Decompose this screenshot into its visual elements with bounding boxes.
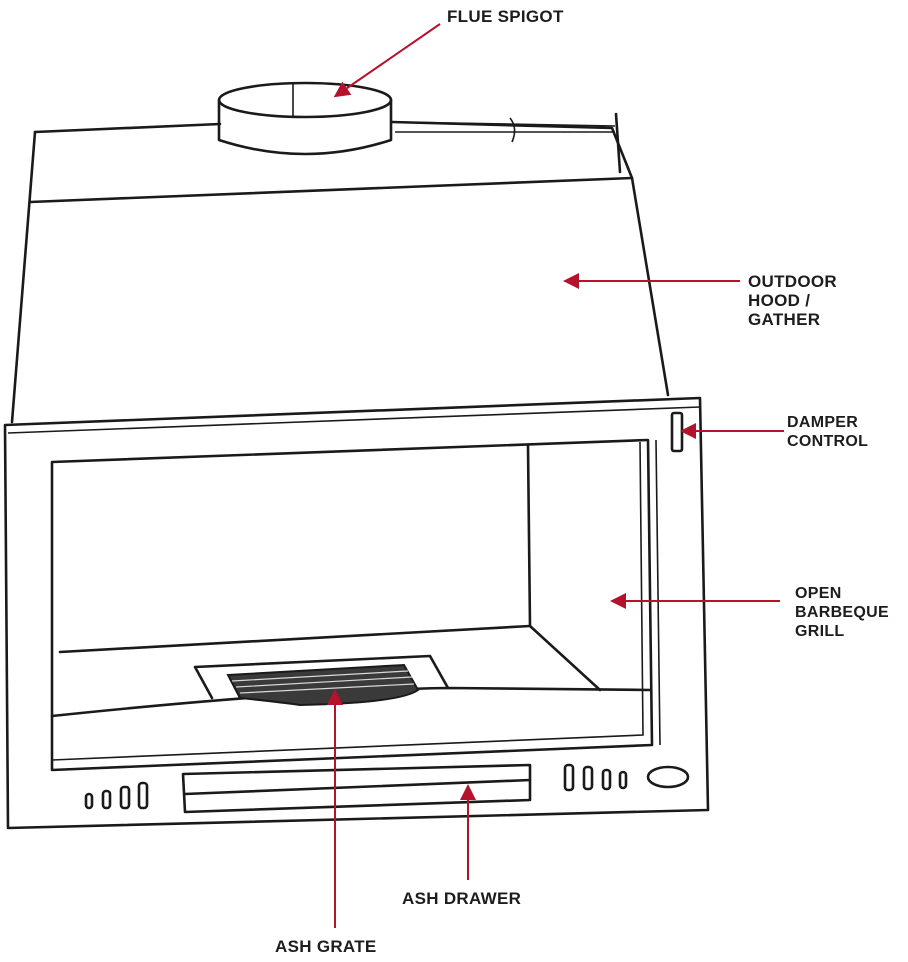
- outdoor-hood: [10, 120, 670, 424]
- label-flue-spigot: FLUE SPIGOT: [447, 7, 564, 26]
- label-damper-control: DAMPER CONTROL: [787, 414, 869, 450]
- ash-drawer: [181, 763, 532, 814]
- label-ash-drawer: ASH DRAWER: [402, 889, 522, 908]
- label-open-grill: OPEN BARBEQUE GRILL: [795, 585, 889, 640]
- flue-spigot: [217, 81, 393, 156]
- label-outdoor-hood: OUTDOOR HOOD / GATHER: [748, 272, 837, 329]
- damper-rod: [394, 112, 622, 174]
- arrow-flue-spigot: [333, 23, 441, 98]
- ash-grate: [193, 654, 450, 707]
- callout-arrows: [327, 23, 784, 928]
- damper-control-handle: [670, 411, 684, 453]
- label-ash-grate: ASH GRATE: [275, 937, 377, 956]
- vents-right: [563, 763, 690, 792]
- firebox-frame: [3, 396, 710, 830]
- vents-left: [84, 781, 149, 810]
